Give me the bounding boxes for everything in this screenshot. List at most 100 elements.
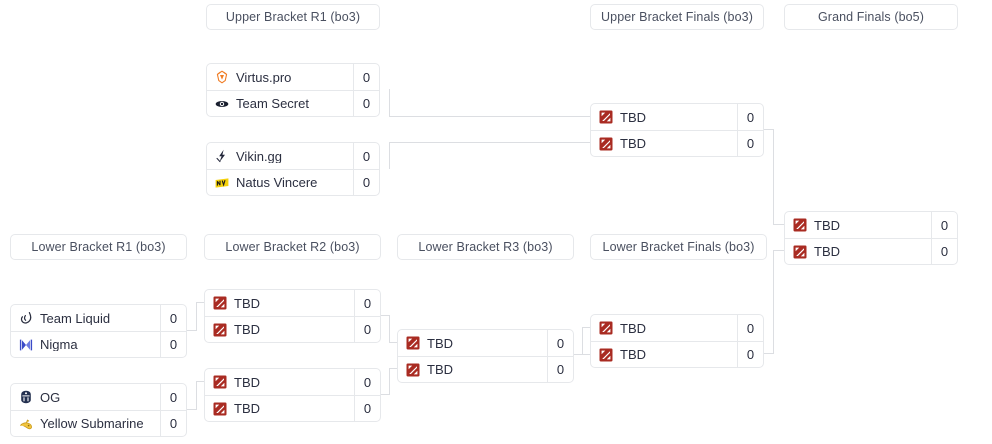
team-cell[interactable]: Natus Vincere — [207, 170, 353, 195]
round-header-lb-r1: Lower Bracket R1 (bo3) — [10, 234, 187, 260]
round-header-lb-r2: Lower Bracket R2 (bo3) — [204, 234, 381, 260]
bracket-connector — [381, 394, 389, 395]
dota2-logo — [599, 137, 613, 151]
match-row[interactable]: Team Secret 0 — [207, 90, 379, 116]
bracket-connector — [187, 330, 196, 331]
team-cell[interactable]: Team Secret — [207, 91, 353, 116]
team-cell[interactable]: TBD — [591, 315, 737, 341]
team-name: TBD — [814, 218, 840, 232]
team-score: 0 — [354, 317, 380, 342]
bracket-connector — [389, 142, 590, 143]
team-cell[interactable]: TBD — [205, 396, 354, 421]
team-cell[interactable]: TBD — [785, 212, 931, 238]
team-name: TBD — [427, 336, 453, 350]
team-name: Vikin.gg — [236, 149, 283, 163]
team-score: 0 — [160, 305, 186, 331]
bracket-connector — [764, 353, 774, 354]
match-row[interactable]: TBD 0 — [205, 316, 380, 342]
bracket-connector — [773, 224, 784, 225]
team-cell[interactable]: TBD — [205, 369, 354, 395]
vikin-gg-logo — [215, 149, 229, 163]
nigma-logo — [19, 338, 33, 352]
team-name: TBD — [234, 323, 260, 336]
team-score: 0 — [354, 396, 380, 421]
bracket-connector — [389, 116, 590, 117]
team-cell[interactable]: Nigma — [11, 332, 160, 357]
team-cell[interactable]: Virtus.pro — [207, 64, 353, 90]
match-row[interactable]: TBD 0 — [785, 212, 957, 238]
team-name: Virtus.pro — [236, 70, 292, 84]
team-score: 0 — [737, 315, 763, 341]
team-score: 0 — [737, 131, 763, 156]
team-score: 0 — [547, 330, 573, 356]
team-cell[interactable]: TBD — [398, 330, 547, 356]
bracket-connector — [773, 129, 774, 224]
round-header-label: Lower Bracket R2 (bo3) — [225, 240, 360, 254]
dota2-logo — [599, 110, 613, 124]
team-cell[interactable]: TBD — [591, 342, 737, 367]
og-logo — [19, 390, 33, 404]
dota2-logo — [406, 363, 420, 377]
bracket-connector — [389, 342, 397, 343]
dota2-logo — [793, 218, 807, 232]
team-score: 0 — [353, 64, 379, 90]
team-cell[interactable]: TBD — [785, 239, 931, 264]
bracket-connector — [389, 89, 390, 116]
team-name: Team Secret — [236, 97, 309, 110]
bracket-connector — [389, 315, 390, 343]
team-cell[interactable]: Yellow Submarine — [11, 411, 160, 436]
match-row[interactable]: Natus Vincere 0 — [207, 169, 379, 195]
yellow-submarine-logo — [19, 417, 33, 431]
dota2-logo — [599, 321, 613, 335]
natus-vincere-logo — [215, 176, 229, 190]
round-header-label: Grand Finals (bo5) — [817, 10, 924, 24]
team-cell[interactable]: TBD — [205, 290, 354, 316]
team-cell[interactable]: TBD — [398, 357, 547, 382]
bracket-connector — [187, 409, 196, 410]
round-header-label: Lower Bracket R1 (bo3) — [31, 240, 166, 254]
bracket-connector — [196, 302, 197, 331]
match-row[interactable]: TBD 0 — [398, 330, 573, 356]
team-name: TBD — [620, 348, 646, 361]
team-cell[interactable]: TBD — [591, 131, 737, 156]
bracket-connector — [196, 302, 204, 303]
round-header-grand-finals: Grand Finals (bo5) — [784, 4, 958, 30]
match-row[interactable]: Virtus.pro 0 — [207, 64, 379, 90]
team-score: 0 — [353, 91, 379, 116]
dota2-logo — [213, 323, 227, 337]
team-cell[interactable]: Team Liquid — [11, 305, 160, 331]
team-cell[interactable]: OG — [11, 384, 160, 410]
team-cell[interactable]: TBD — [591, 104, 737, 130]
bracket-connector — [582, 327, 590, 328]
dota2-logo — [599, 348, 613, 362]
team-score: 0 — [931, 212, 957, 238]
team-cell[interactable]: TBD — [205, 317, 354, 342]
team-score: 0 — [353, 170, 379, 195]
team-cell[interactable]: Vikin.gg — [207, 143, 353, 169]
team-name: Natus Vincere — [236, 176, 318, 189]
